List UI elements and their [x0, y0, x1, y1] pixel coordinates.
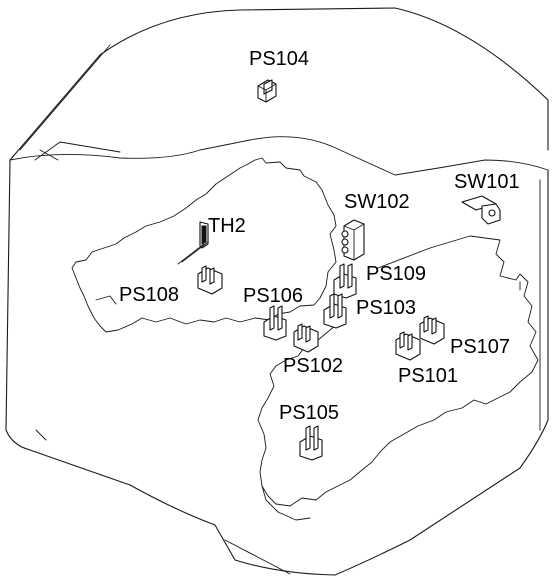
- ps105-sensor: [299, 425, 323, 461]
- label-ps107: PS107: [450, 336, 510, 358]
- ps104-sensor: [257, 79, 277, 103]
- ps101-sensor: [395, 331, 421, 361]
- fuser-area-outline: [71, 157, 337, 333]
- th2-thermistor: [177, 221, 209, 265]
- label-th2: TH2: [208, 215, 246, 237]
- sw101-switch: [461, 195, 501, 225]
- ps109-sensor: [333, 263, 357, 299]
- ps107-sensor: [419, 315, 445, 345]
- label-sw102: SW102: [344, 191, 410, 213]
- printer-body-outline: [5, 7, 549, 576]
- ps102-sensor: [293, 323, 319, 353]
- ps106-sensor: [263, 305, 287, 341]
- paper-path-area-outline: [257, 235, 539, 521]
- label-ps109: PS109: [366, 263, 426, 285]
- sw102-switch: [341, 219, 365, 261]
- label-ps104: PS104: [249, 48, 309, 70]
- label-ps108: PS108: [119, 284, 179, 306]
- label-ps101: PS101: [398, 365, 458, 387]
- ps103-sensor: [323, 293, 347, 329]
- ps108-sensor: [197, 265, 223, 295]
- label-ps102: PS102: [283, 355, 343, 377]
- label-sw101: SW101: [454, 171, 520, 193]
- label-ps106: PS106: [243, 285, 303, 307]
- label-ps105: PS105: [279, 402, 339, 424]
- label-ps103: PS103: [356, 297, 416, 319]
